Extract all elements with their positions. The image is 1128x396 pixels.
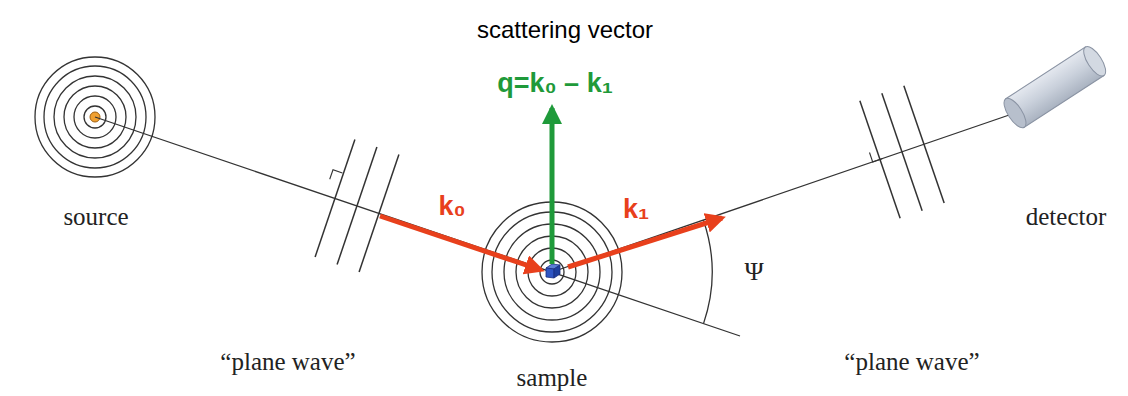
scattered-beam — [552, 113, 1015, 272]
k0-vector — [380, 216, 541, 270]
right-angle-mark — [330, 170, 343, 179]
wave-front — [315, 140, 355, 257]
k1-vector — [568, 218, 722, 267]
wave-front — [359, 154, 399, 271]
angle-label: Ψ — [744, 258, 763, 287]
right-angle-mark — [870, 153, 883, 163]
wave-front — [337, 147, 377, 264]
part-label: detector — [1026, 203, 1107, 231]
wave-front — [904, 86, 944, 203]
detector-cylinder — [1000, 43, 1110, 131]
wave-front — [882, 93, 922, 210]
plane-wave-fronts — [315, 86, 944, 272]
part-label: source — [63, 203, 128, 231]
part-label: sample — [517, 364, 588, 392]
heading-label: scattering vector — [477, 17, 653, 43]
vector-label: k₀ — [438, 192, 465, 222]
sample-cube — [546, 264, 560, 278]
angle-arc — [703, 220, 712, 323]
note-label: “plane wave” — [844, 348, 979, 376]
incident-beam — [95, 117, 740, 336]
vector-label: q=k₀ – k₁ — [497, 69, 613, 99]
wave-front — [860, 101, 900, 218]
vector-label: k₁ — [623, 195, 649, 225]
q-vector — [550, 108, 555, 264]
note-label: “plane wave” — [220, 348, 355, 376]
